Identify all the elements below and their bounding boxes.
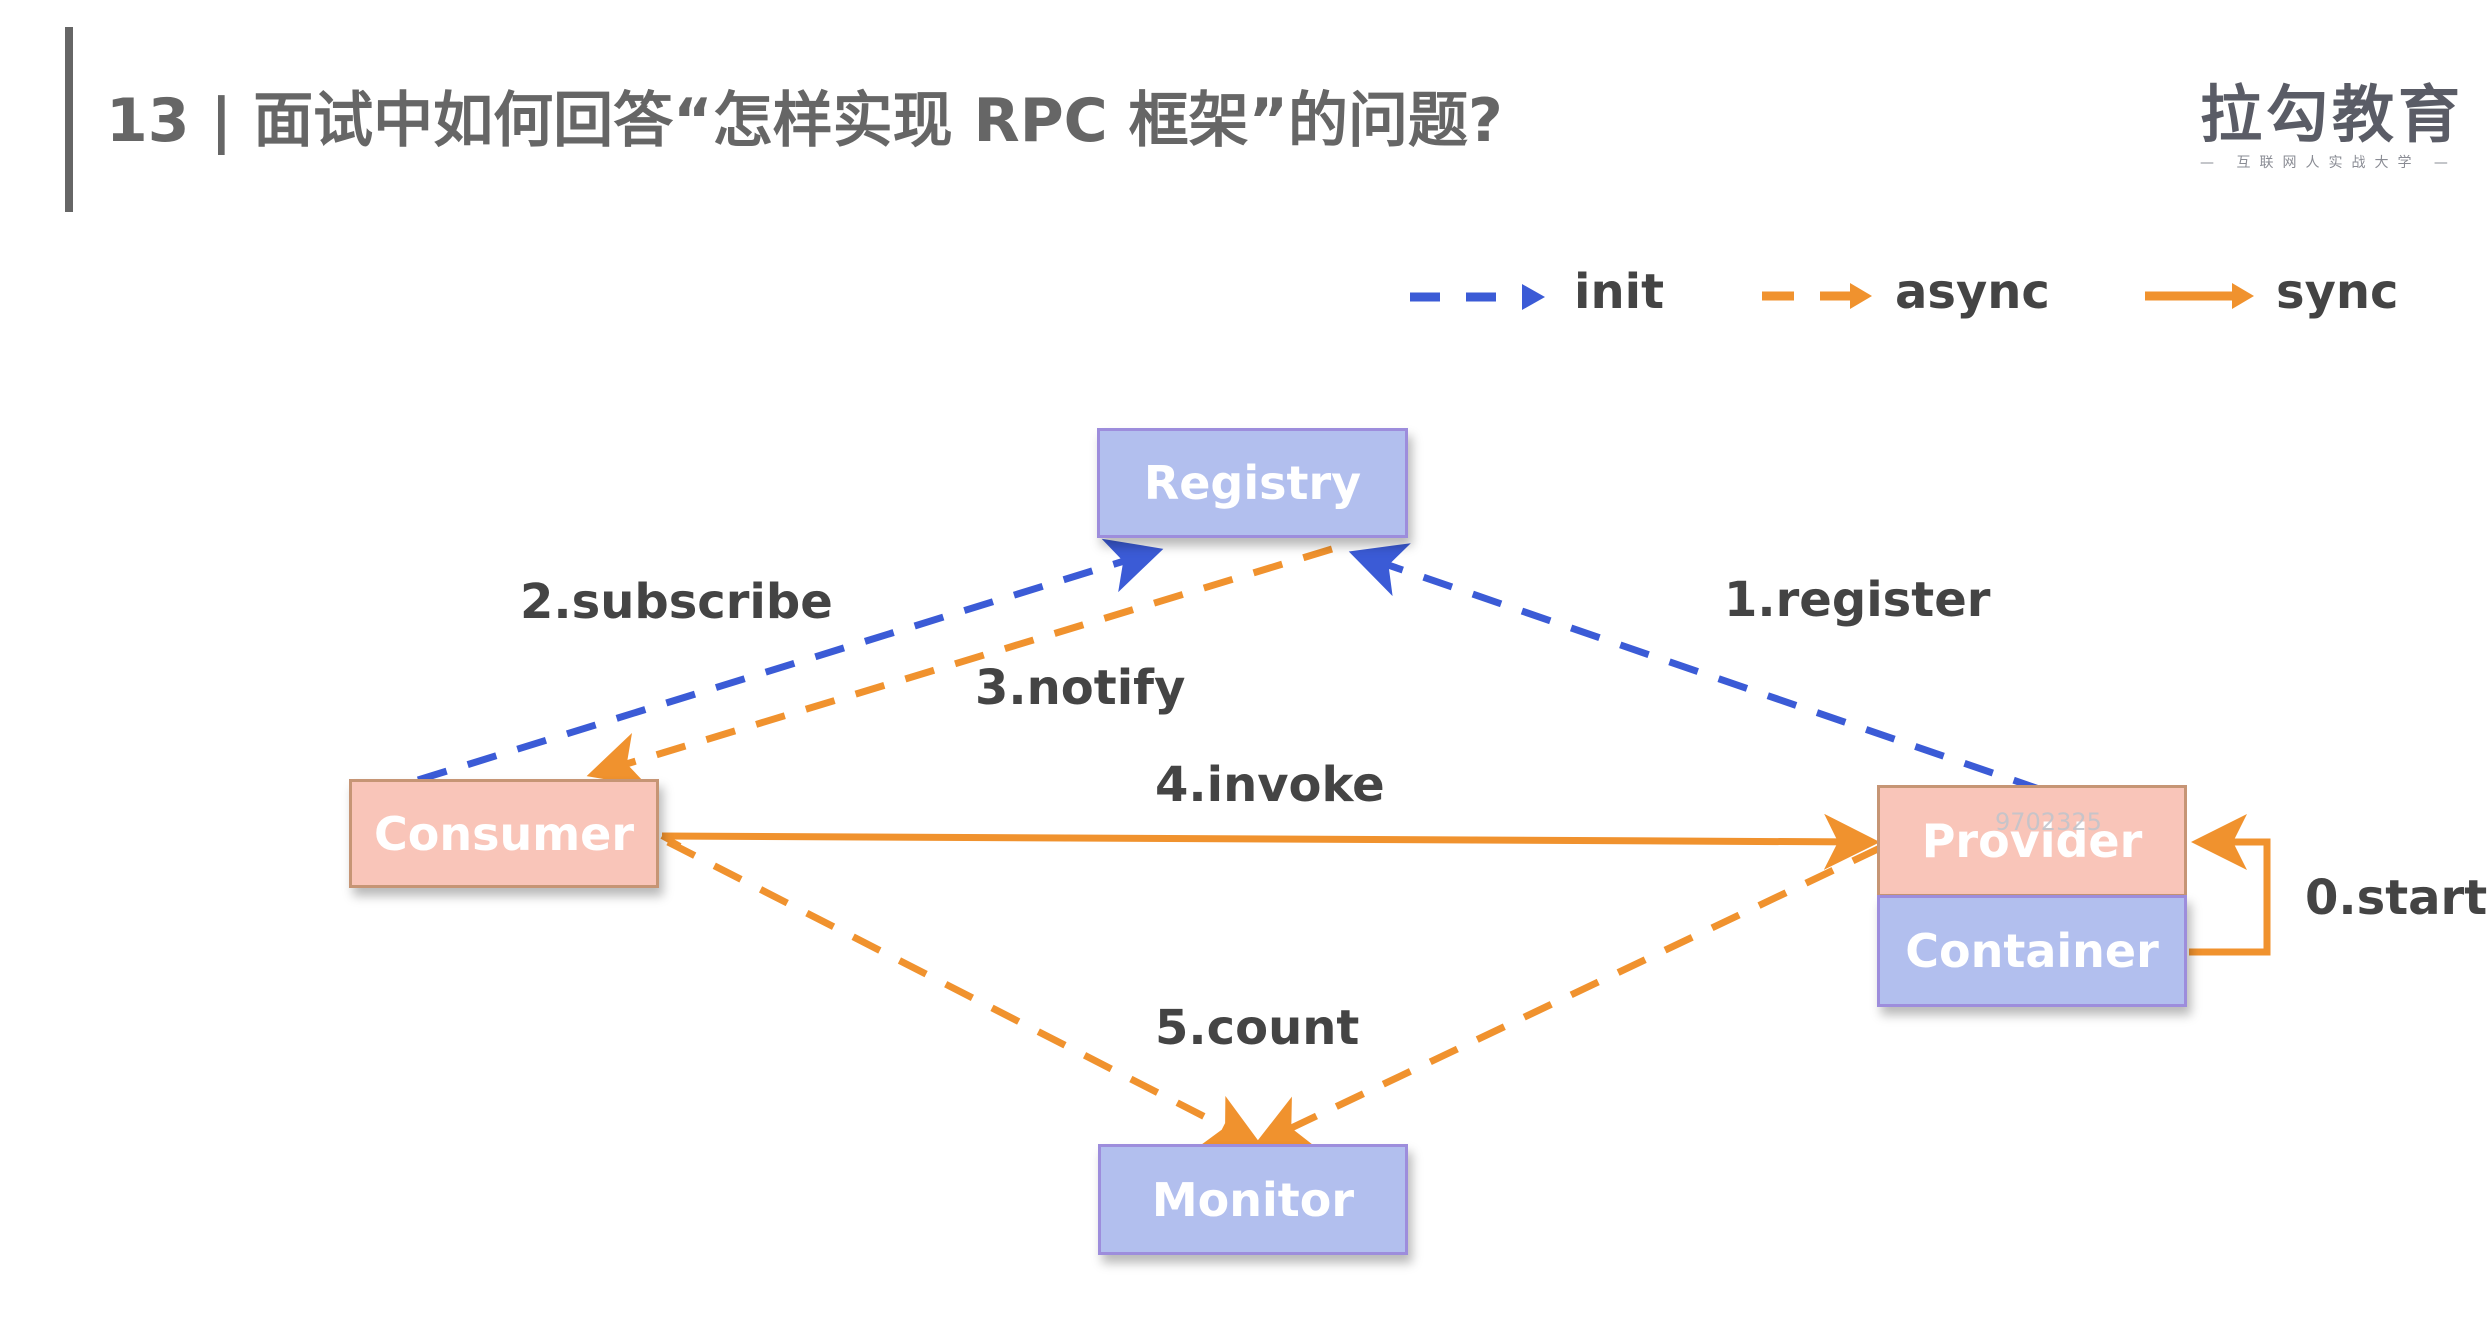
edge-register bbox=[1348, 543, 2044, 794]
edge-label-start: 0.start bbox=[2305, 870, 2488, 926]
node-provider[interactable]: Provider bbox=[1877, 785, 2187, 897]
watermark-text: 9702325 bbox=[1995, 808, 2102, 836]
node-container-label: Container bbox=[1905, 924, 2159, 978]
node-monitor[interactable]: Monitor bbox=[1098, 1144, 1408, 1255]
title-accent-bar bbox=[65, 27, 73, 212]
edge-label-subscribe: 2.subscribe bbox=[520, 574, 833, 630]
legend-async-arrowhead bbox=[1850, 283, 1872, 309]
node-consumer-label: Consumer bbox=[373, 806, 635, 861]
edge-label-register: 1.register bbox=[1724, 572, 1991, 628]
brand-logo: 拉勾教育 — 互联网人实战大学 — bbox=[2200, 78, 2465, 172]
node-container[interactable]: Container bbox=[1877, 895, 2187, 1007]
logo-tagline: — 互联网人实战大学 — bbox=[2200, 155, 2457, 171]
edge-invoke bbox=[661, 813, 1880, 870]
node-registry-label: Registry bbox=[1143, 456, 1362, 510]
legend-async-label: async bbox=[1895, 264, 2050, 320]
legend-async-sample bbox=[1762, 283, 1872, 309]
legend-init-arrowhead bbox=[1522, 284, 1545, 310]
edge-label-notify: 3.notify bbox=[975, 660, 1186, 716]
edge-notify bbox=[586, 545, 1334, 787]
edge-label-count: 5.count bbox=[1155, 1000, 1360, 1056]
edge-count-consumer bbox=[666, 838, 1263, 1147]
legend-sync-sample bbox=[2145, 283, 2254, 309]
node-monitor-label: Monitor bbox=[1151, 1172, 1355, 1227]
node-consumer[interactable]: Consumer bbox=[349, 779, 659, 888]
page-title: 13 | 面试中如何回答“怎样实现 RPC 框架”的问题? bbox=[106, 86, 1503, 156]
legend-sync-arrowhead bbox=[2232, 283, 2254, 309]
edge-count-provider bbox=[1253, 844, 1882, 1148]
legend-sync-label: sync bbox=[2276, 264, 2399, 320]
node-provider-label: Provider bbox=[1921, 814, 2143, 868]
legend-init-sample bbox=[1410, 284, 1545, 310]
legend-init-label: init bbox=[1574, 264, 1665, 320]
edge-label-invoke: 4.invoke bbox=[1155, 757, 1385, 813]
node-registry[interactable]: Registry bbox=[1097, 428, 1408, 538]
edge-subscribe bbox=[416, 538, 1164, 784]
edge-start-loop bbox=[2189, 814, 2271, 956]
logo-main-text: 拉勾教育 bbox=[2200, 78, 2465, 151]
